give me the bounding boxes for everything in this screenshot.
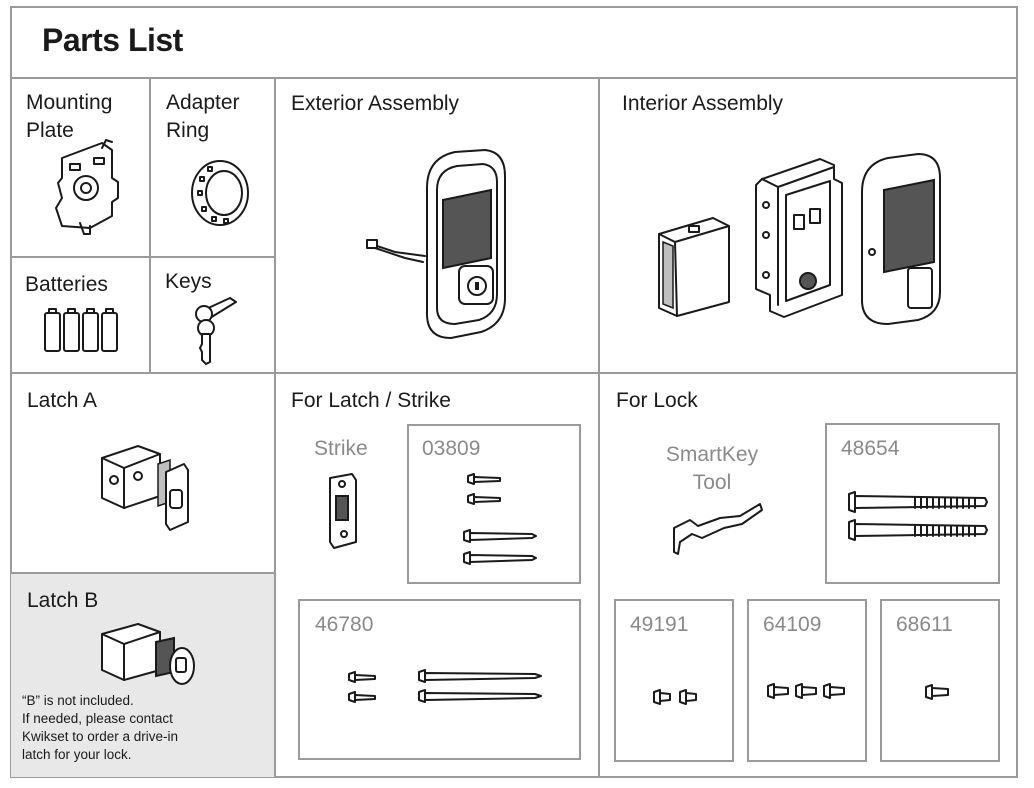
screws-49191-illustration <box>653 689 697 705</box>
adapter-ring-label: Adapter Ring <box>166 91 240 142</box>
latch-b-note: “B” is not included. If needed, please c… <box>22 693 179 762</box>
strike-illustration <box>329 473 357 549</box>
mounting-plate-label: Mounting Plate <box>26 91 113 142</box>
part-number-48654: 48654 <box>841 437 900 460</box>
part-box-49191 <box>614 599 734 762</box>
part-box-46780 <box>298 599 581 760</box>
part-number-64109: 64109 <box>763 613 822 636</box>
part-box-64109 <box>747 599 867 762</box>
page-title: Parts List <box>42 22 183 58</box>
part-number-03809: 03809 <box>422 437 481 460</box>
keys-label: Keys <box>165 270 212 293</box>
screw-68611-illustration <box>925 684 949 700</box>
smartkey-tool-illustration <box>673 503 763 555</box>
keys-illustration <box>195 297 237 365</box>
interior-assembly-label: Interior Assembly <box>622 92 784 115</box>
interior-cover-illustration <box>861 153 941 325</box>
mounting-plate-illustration <box>55 139 119 235</box>
title-divider <box>10 77 1018 79</box>
latch-b-illustration <box>101 623 195 685</box>
divider-v1 <box>274 78 276 778</box>
divider-v2 <box>598 78 600 778</box>
part-number-68611: 68611 <box>896 613 953 636</box>
part-number-46780: 46780 <box>315 613 374 636</box>
screws-64109-illustration <box>767 683 845 699</box>
latch-b-label: Latch B <box>27 589 99 612</box>
divider-h1 <box>10 256 275 258</box>
screws-03809-illustration <box>463 473 537 565</box>
divider-v3 <box>149 78 151 373</box>
smartkey-tool-label: SmartKey Tool <box>665 443 759 494</box>
part-box-68611 <box>880 599 1000 762</box>
latch-strike-label: For Latch / Strike <box>291 389 451 412</box>
exterior-assembly-label: Exterior Assembly <box>291 92 460 115</box>
part-box-03809 <box>407 424 581 584</box>
part-number-49191: 49191 <box>630 613 689 636</box>
latch-a-label: Latch A <box>27 389 98 412</box>
part-box-48654 <box>825 423 1000 584</box>
latch-b-background <box>11 572 274 777</box>
for-lock-label: For Lock <box>616 389 698 412</box>
divider-h2 <box>10 372 1018 374</box>
screws-48654-illustration <box>848 491 988 541</box>
strike-label: Strike <box>314 437 368 460</box>
battery-pack-illustration <box>658 217 730 317</box>
parts-list-frame <box>10 6 1018 778</box>
batteries-icon <box>44 308 118 352</box>
adapter-ring-illustration <box>191 160 249 226</box>
exterior-assembly-illustration <box>366 149 506 339</box>
screws-46780-illustration <box>348 669 542 703</box>
interior-bracket-illustration <box>755 158 843 318</box>
latch-a-illustration <box>101 445 189 531</box>
batteries-label: Batteries <box>25 273 108 296</box>
